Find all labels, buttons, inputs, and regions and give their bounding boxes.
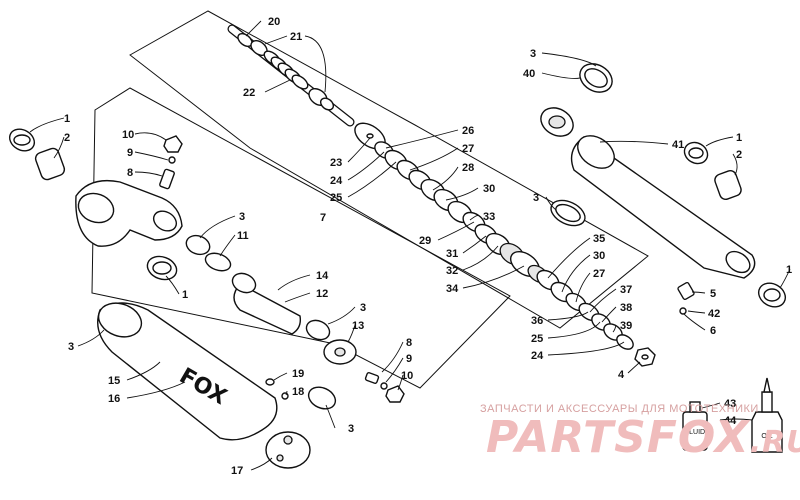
callout-1-right: 1 [736,132,742,144]
callout-3-piston: 3 [239,211,245,223]
lock-nut [634,347,656,367]
valve-stack-upper [354,122,549,284]
callout-41: 41 [672,139,684,151]
leader-lines [29,20,791,471]
shaft-assembly-frame [129,10,649,329]
bump-stop [540,63,613,137]
callout-33: 33 [483,211,495,223]
callout-43: 43 [724,398,736,410]
callout-27-lower: 27 [593,268,605,280]
callout-34: 34 [446,283,459,295]
callout-4: 4 [618,369,625,381]
callout-39: 39 [620,320,632,332]
shock-body-tube [570,135,756,279]
callout-1-left: 1 [64,113,70,125]
fluid-bottle-label: FLUID [685,429,705,436]
callout-3-bump: 3 [530,48,536,60]
callout-16: 16 [108,393,120,405]
callout-9-upper: 9 [127,147,133,159]
shaft-rod [227,24,355,127]
callout-17: 17 [231,465,243,477]
ball-18 [281,392,289,400]
callout-10-lower: 10 [401,370,413,382]
sleeve-right [714,170,742,200]
callout-30-lower: 30 [593,250,605,262]
callout-44: 44 [724,415,737,427]
callout-2-left: 2 [64,132,70,144]
watermark-domain: .RU [749,425,800,460]
callout-1-eye: 1 [182,289,188,301]
callout-31: 31 [446,248,458,260]
fluid-bottle: FLUID [682,401,708,451]
callout-25: 25 [330,192,342,204]
callout-19: 19 [292,368,304,380]
callout-36: 36 [531,315,543,327]
callout-3-cap: 3 [360,302,366,314]
ifp-body [231,272,302,335]
callout-12: 12 [316,288,328,300]
watermark-logo-text: PARTSFOX [486,412,750,463]
callout-23: 23 [330,157,342,169]
o-ring-reservoir [307,386,337,410]
callout-29: 29 [419,235,431,247]
callout-24: 24 [330,175,343,187]
callout-11: 11 [237,230,249,242]
oil-bottle: OIL [751,377,783,453]
callout-3-lower: 3 [348,423,354,435]
reservoir-assembly-frame [91,87,511,389]
callout-7: 7 [320,212,326,224]
callout-8-lower: 8 [406,337,412,349]
sleeve-left [34,147,66,181]
o-ring-piston [185,234,211,256]
callout-25-lower: 25 [531,333,543,345]
callout-10-upper: 10 [122,129,134,141]
callout-20: 20 [268,16,280,28]
valve-stack-lower [536,269,656,367]
o-ring-cap [305,319,331,341]
bleed-fitting-upper [159,135,183,190]
bleed-fitting-lower [364,372,405,403]
callout-1-lower-right: 1 [786,264,792,276]
check-ball [679,307,687,315]
callout-8-upper: 8 [127,167,133,179]
watermark-logo: PARTSFOX.RU [486,412,800,463]
callout-24-lower: 24 [531,350,544,362]
callout-9-lower: 9 [406,353,412,365]
callout-21: 21 [290,31,302,43]
callout-22: 22 [243,87,255,99]
callout-35: 35 [593,233,605,245]
piston-seal [204,252,232,272]
shaft-spring-coil [263,50,309,90]
small-oring-19 [265,378,275,386]
watermark-subtitle: ЗАПЧАСТИ И АКСЕССУАРЫ ДЛЯ МОТОТЕХНИКИ [480,403,759,415]
oil-bottle-label: OIL [761,433,772,440]
callout-37: 37 [620,284,632,296]
callout-42: 42 [708,308,720,320]
reservoir-canister: FOX [97,302,278,441]
callout-6: 6 [710,325,716,337]
callout-18: 18 [292,386,304,398]
callout-2-right: 2 [736,149,742,161]
callout-14: 14 [316,270,329,282]
callout-27: 27 [462,143,474,155]
callout-28: 28 [462,162,474,174]
callout-38: 38 [620,302,632,314]
callout-5: 5 [710,288,716,300]
reservoir-end-cap [265,431,311,469]
callout-40: 40 [523,68,535,80]
callout-13: 13 [352,320,364,332]
callout-30: 30 [483,183,495,195]
callout-3-reservoir: 3 [68,341,74,353]
end-cap [323,339,357,365]
callout-32: 32 [446,265,458,277]
callout-26: 26 [462,125,474,137]
callout-numbers: 20 21 22 26 27 28 23 24 25 30 33 29 31 3… [64,16,792,477]
callout-15: 15 [108,375,120,387]
schrader-valve [677,281,695,301]
reservoir-head [75,179,183,247]
callout-3-seal: 3 [533,192,539,204]
